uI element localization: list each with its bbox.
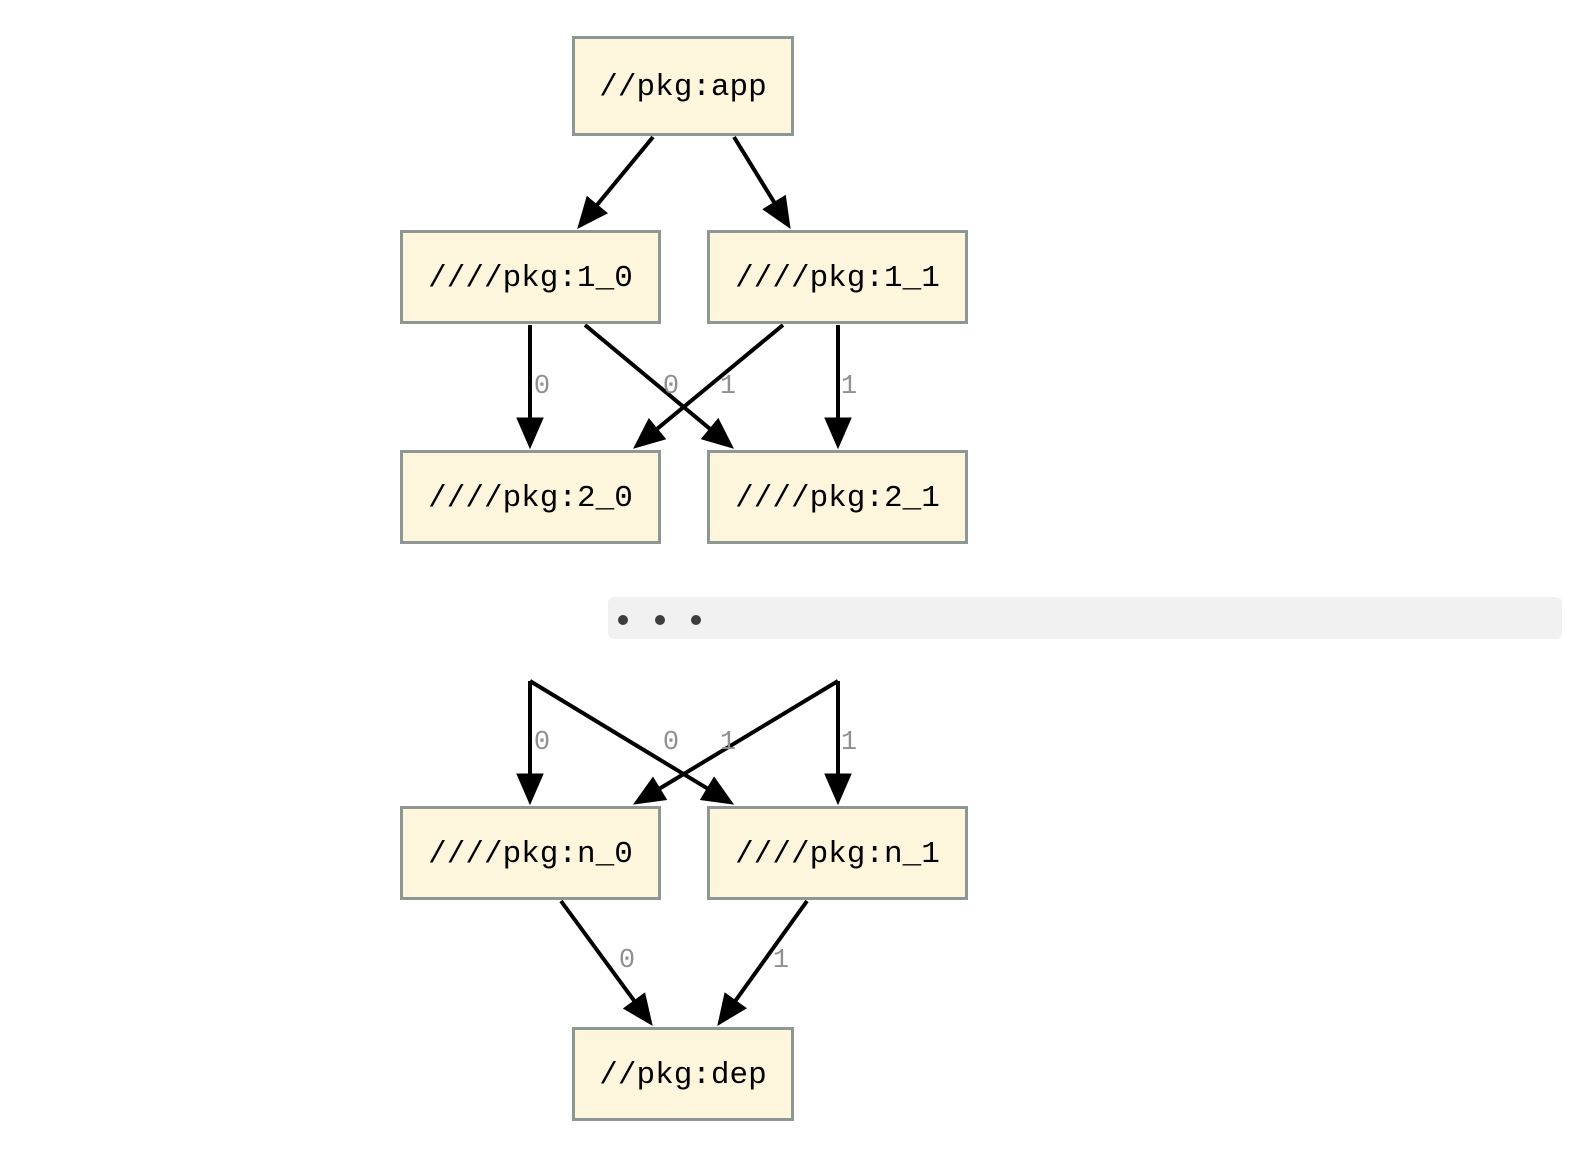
edge-label: 1 (720, 728, 736, 758)
ellipsis-separator (608, 597, 1562, 639)
edge-line (653, 679, 840, 794)
node-l1_0[interactable]: ////pkg:1_0 (400, 230, 661, 324)
node-box[interactable] (707, 230, 968, 324)
edge-label: 1 (773, 946, 789, 976)
arrowhead-icon (699, 776, 735, 805)
edge-l1_0-l2_1: 0 (583, 323, 734, 449)
edge-elided-ln_1: 0 (528, 679, 735, 805)
edge-l1_0-l2_0: 0 (516, 325, 550, 450)
node-l2_0[interactable]: ////pkg:2_0 (400, 450, 661, 544)
node-box[interactable] (707, 450, 968, 544)
ellipsis-dot-1 (655, 615, 665, 625)
node-dep[interactable]: //pkg:dep (572, 1027, 794, 1121)
nodes-layer: //pkg:app ////pkg:1_0 ////pkg:1_1 ////pkg:2… (400, 36, 968, 1121)
edge-label: 0 (663, 372, 679, 402)
arrowhead-icon (700, 417, 734, 449)
arrowhead-icon (717, 992, 747, 1027)
node-label: //pkg:app (599, 70, 766, 105)
node-ln_1[interactable]: ////pkg:n_1 (707, 806, 968, 900)
edge-line (583, 323, 716, 435)
node-l1_1[interactable]: ////pkg:1_1 (707, 230, 968, 324)
edge-app-l1_0 (577, 135, 655, 229)
node-l2_1[interactable]: ////pkg:2_1 (707, 450, 968, 544)
node-label: ////pkg:1_1 (735, 261, 940, 296)
ellipsis-dot-2 (691, 615, 701, 625)
node-label: ////pkg:n_0 (428, 837, 633, 872)
edge-label: 1 (841, 728, 857, 758)
edge-line (591, 135, 655, 211)
arrowhead-icon (762, 194, 791, 230)
edge-line (559, 899, 640, 1007)
arrowhead-icon (633, 417, 667, 449)
edge-label: 0 (534, 728, 550, 758)
edge-label: 0 (619, 946, 635, 976)
edge-l1_1-l2_0: 1 (633, 323, 785, 449)
edges-layer: 0 0 1 1 0 0 1 1 0 1 (516, 135, 857, 1027)
node-box[interactable] (572, 36, 794, 136)
edge-label: 0 (534, 372, 550, 402)
edge-label: 1 (841, 372, 857, 402)
edge-elided-ln_0: 0 (516, 681, 550, 806)
node-label: ////pkg:2_1 (735, 481, 940, 516)
node-box[interactable] (400, 230, 661, 324)
node-label: //pkg:dep (599, 1058, 766, 1093)
arrowhead-icon (824, 417, 852, 450)
arrowhead-icon (632, 776, 668, 805)
arrowhead-icon (622, 992, 653, 1027)
ellipsis-dot-0 (618, 615, 628, 625)
arrowhead-icon (577, 195, 609, 229)
edge-label: 0 (663, 728, 679, 758)
arrowhead-icon (516, 773, 544, 806)
arrowhead-icon (824, 773, 852, 806)
node-box[interactable] (572, 1027, 794, 1121)
edge-line (732, 135, 780, 209)
edge-label: 1 (720, 372, 736, 402)
node-box[interactable] (400, 450, 661, 544)
node-box[interactable] (400, 806, 661, 900)
edge-app-l1_1 (732, 135, 791, 230)
edge-ln_0-dep: 0 (559, 899, 653, 1027)
node-label: ////pkg:2_0 (428, 481, 633, 516)
edge-line (651, 323, 785, 435)
edge-line (730, 899, 809, 1007)
edge-l1_1-l2_1: 1 (824, 325, 857, 450)
ellipsis-band (608, 597, 1562, 639)
node-box[interactable] (707, 806, 968, 900)
node-label: ////pkg:n_1 (735, 837, 940, 872)
node-ln_0[interactable]: ////pkg:n_0 (400, 806, 661, 900)
node-app[interactable]: //pkg:app (572, 36, 794, 136)
edge-ln_1-dep: 1 (717, 899, 809, 1027)
arrowhead-icon (516, 417, 544, 450)
edge-elided-ln_0b: 1 (632, 679, 840, 805)
edge-elided-ln_1b: 1 (824, 681, 857, 806)
node-label: ////pkg:1_0 (428, 261, 633, 296)
